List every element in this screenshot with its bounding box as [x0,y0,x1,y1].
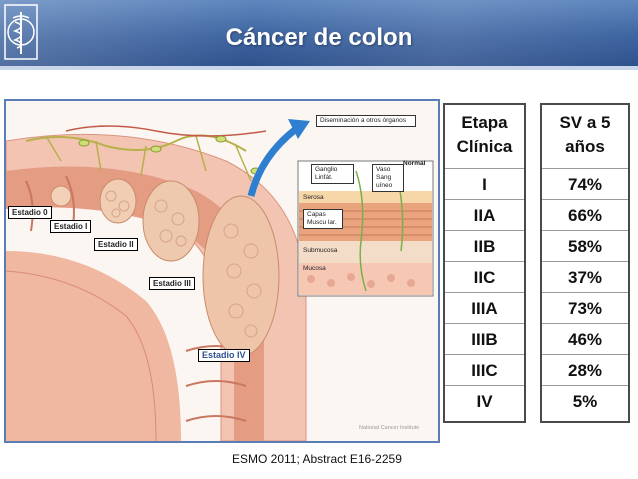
survival-table-header: SV a 5 años [542,105,628,169]
caduceus-logo-icon [4,4,38,60]
table-row: IV [476,392,493,411]
table-row: 73% [542,293,628,324]
table-row: 66% [542,200,628,231]
table-row: I [445,169,524,200]
stage-table-header: Etapa Clínica [445,105,524,169]
stage-4-label: Estadio IV [198,349,250,362]
survival-header-line-1: SV a 5 [559,113,611,132]
table-row: 58% [542,231,628,262]
clinical-stage-table: Etapa Clínica I IIA IIB IIC IIIA IIIB II… [443,103,526,423]
slide-title: Cáncer de colon [225,24,413,51]
normal-label: Normal [403,160,426,167]
citation-footer: ESMO 2011; Abstract E16-2259 [232,452,402,466]
colon-cross-section-drawing [6,101,438,441]
table-row: 5% [572,392,598,411]
table-row: 37% [542,262,628,293]
mucosa-label: Mucosa [303,265,326,272]
serosa-label: Serosa [303,194,324,201]
slide-header: Cáncer de colon [0,0,638,66]
table-row: 74% [542,169,628,200]
table-row: 28% [542,355,628,386]
survival-table: SV a 5 años 74% 66% 58% 37% 73% 46% 28% … [540,103,630,423]
stage-0-label: Estadio 0 [8,206,52,219]
table-row: IIIC [445,355,524,386]
stage-3-label: Estadio III [149,277,195,290]
table-row: IIIA [445,293,524,324]
stage-header-line-2: Clínica [456,137,513,156]
table-row: IIC [445,262,524,293]
lymph-node-label: Ganglio Linfát. [311,164,354,184]
stage-2-label: Estadio II [94,238,138,251]
stage-1-label: Estadio I [50,220,92,233]
submucosa-label: Submucosa [303,247,338,254]
stage-header-line-1: Etapa [461,113,508,132]
image-credit: National Cancer Institute [359,425,420,431]
table-row: 46% [542,324,628,355]
table-row: IIA [445,200,524,231]
dissemination-label: Diseminación a otros órganos [316,115,416,127]
colon-cancer-illustration: Diseminación a otros órganos Ganglio Lin… [4,99,440,443]
blood-vessel-label: Vaso Sang uíneo [372,164,404,192]
table-row: IIB [445,231,524,262]
header-shine [0,0,638,66]
table-row: IIIB [445,324,524,355]
header-divider [0,66,638,70]
muscular-layers-label: Capas Muscu lar. [303,209,343,229]
survival-header-line-2: años [565,137,605,156]
